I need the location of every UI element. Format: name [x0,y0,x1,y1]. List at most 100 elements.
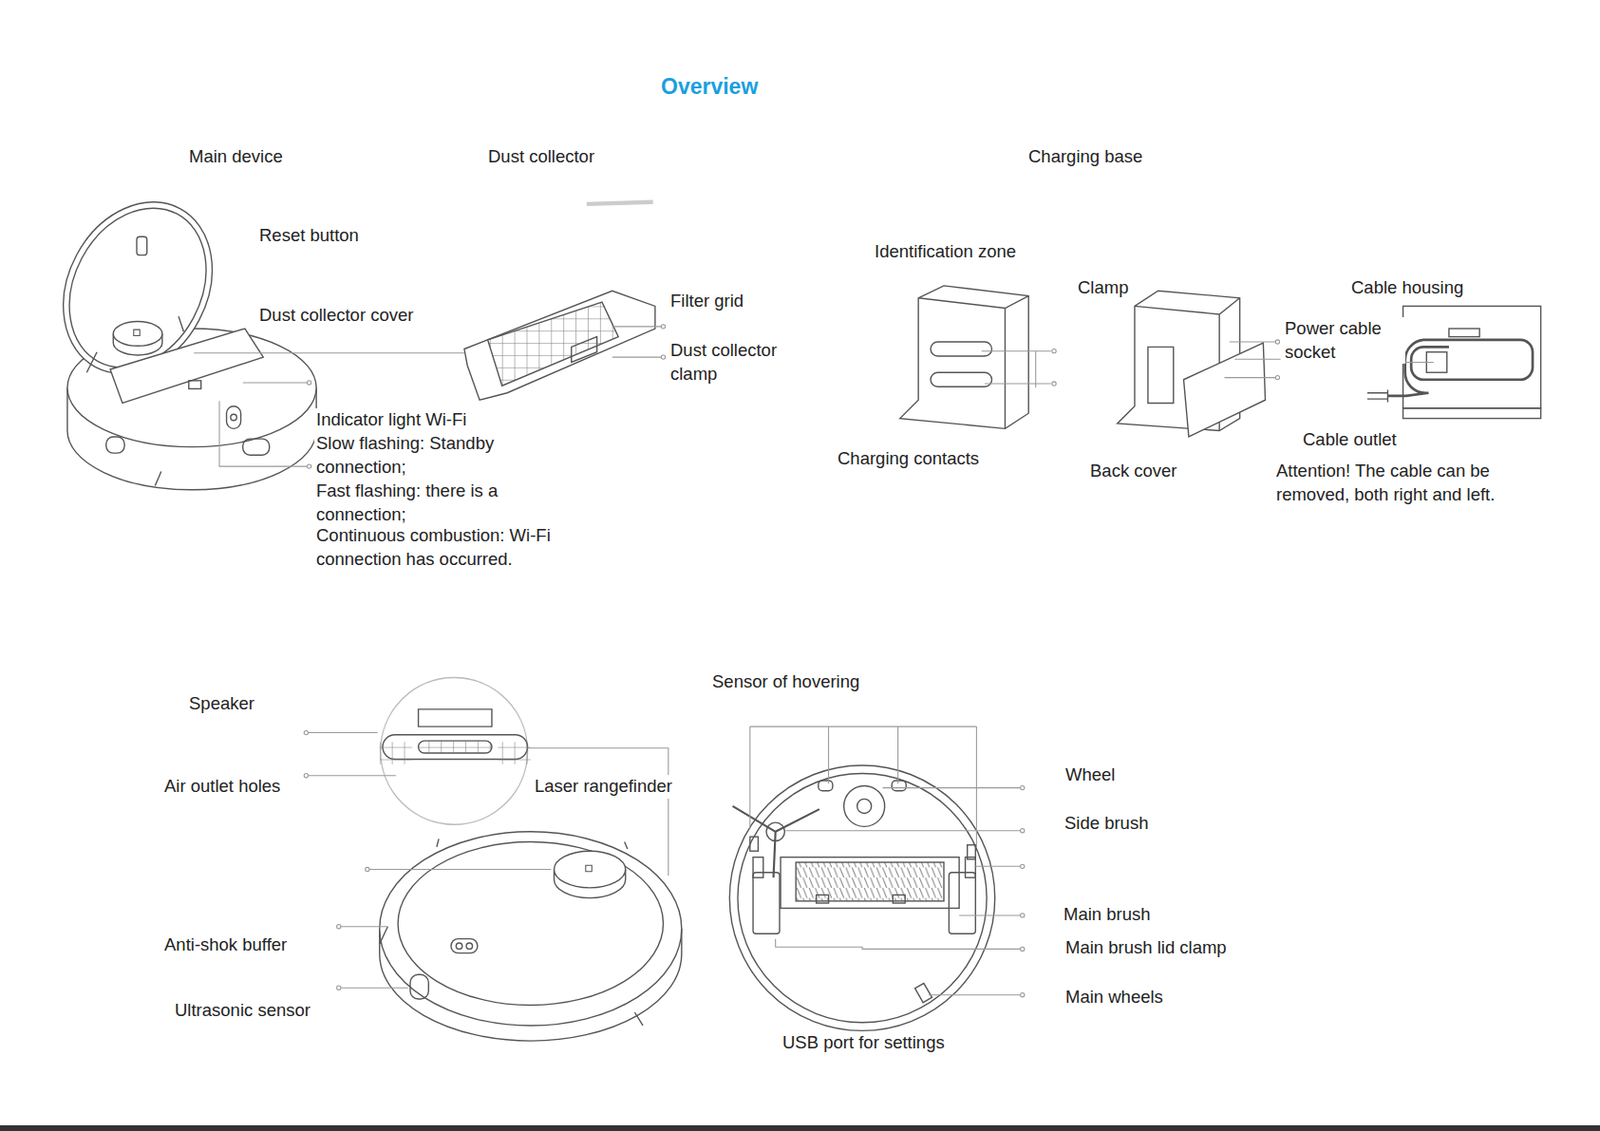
robot-bottom-view [965,857,977,878]
charging-base-front [900,285,1029,429]
leader-lines [1020,785,1025,790]
robot-bottom-view [857,798,872,813]
dust-collector [464,290,656,400]
leader-lines [193,324,1434,998]
part-label: Power cable socket [1282,317,1406,364]
robot-top-view [379,831,682,1041]
part-label: Filter grid [668,289,746,314]
dust-collector [586,202,654,205]
part-label: Attention! The cable can be removed, bot… [1274,459,1530,507]
leader-lines [1224,341,1281,378]
zoom-circle [379,677,531,826]
robot-bottom-view [729,765,995,1031]
part-label: Reset button [257,224,361,248]
zoom-circle [497,741,530,765]
charging-base-back [1117,290,1266,437]
leader-lines [750,726,978,848]
robot-top-view [585,865,592,871]
part-label: Main device [187,145,285,170]
part-label: Dust collector clamp [668,338,815,386]
leader-lines [303,773,308,778]
main-device-open [133,329,140,336]
leader-lines [1275,375,1280,379]
part-label: Charging contacts [835,447,981,471]
part-label: Wheel [1063,763,1117,788]
robot-top-view [379,926,389,944]
bottom-bar [0,1125,1600,1131]
robot-top-view [455,942,462,949]
charging-base-front [930,372,992,387]
robot-bottom-view [818,780,833,791]
robot-top-view [466,942,472,949]
robot-bottom-view [915,982,933,1002]
leader-lines [338,926,409,988]
main-device-open [106,436,125,453]
leader-lines [527,748,669,876]
drawing-part [34,175,1541,1041]
dust-collector [488,301,620,386]
robot-top-view [379,831,682,1026]
part-label: Indicator light Wi-Fi [314,408,469,433]
main-device-open [243,438,270,455]
leader-lines [1020,946,1025,951]
charging-base-front [900,285,1029,429]
robot-top-view [410,974,429,999]
charging-base-front [918,296,1029,430]
robot-bottom-view [752,857,764,878]
leader-lines [660,324,665,329]
robot-bottom-view [816,894,829,904]
main-device-open [154,470,161,486]
zoom-circle [418,740,492,753]
part-label: Laser rangefinder [532,774,675,799]
charging-base-front [930,341,992,357]
main-device-open [112,320,163,346]
part-label: Slow flashing: Standby connection; [314,432,584,479]
part-label: Speaker [187,692,257,716]
zoom-circle [379,741,413,765]
part-label: Ultrasonic sensor [172,998,313,1023]
leader-lines [612,326,664,358]
main-device-open [188,380,202,390]
part-label: Charging base [1026,145,1145,170]
main-device-open [230,414,237,420]
robot-bottom-view [752,872,780,934]
leader-lines [660,355,665,359]
robot-top-view [554,850,626,888]
leader-lines [775,788,1021,996]
leader-lines [303,324,1280,998]
part-label: Cable housing [1349,276,1466,301]
leader-lines [1020,913,1025,918]
robot-bottom-view [750,836,759,851]
main-device-open [226,406,242,430]
part-label: Dust collector cover [257,303,415,328]
leader-lines [1020,993,1025,998]
part-label: Main wheels [1063,985,1166,1010]
part-label: Dust collector [486,145,597,170]
leader-lines [1275,339,1280,344]
part-label: Back cover [1088,459,1180,484]
leader-lines [306,380,311,385]
leader-lines [1020,828,1025,833]
part-label: Clamp [1075,276,1130,301]
leader-lines [303,730,308,735]
robot-bottom-view [892,894,905,904]
part-label: Identification zone [872,240,1018,264]
cable-housing [1403,408,1542,419]
cable-housing [1367,389,1388,402]
leader-lines [1020,864,1025,868]
robot-bottom-view [729,765,995,1031]
leader-lines [219,400,310,467]
leader-lines [337,985,341,990]
robot-top-view [397,842,663,1006]
main-device-open [136,236,148,255]
dust-collector [571,337,598,363]
zoom-circle [418,709,492,727]
charging-base-back [1148,346,1174,403]
part-label: Air outlet holes [162,774,283,799]
leader-lines [981,351,1052,389]
dust-collector [464,202,656,400]
leader-lines [1052,381,1056,386]
part-label: USB port for settings [780,1031,947,1055]
robot-top-view [451,939,478,954]
